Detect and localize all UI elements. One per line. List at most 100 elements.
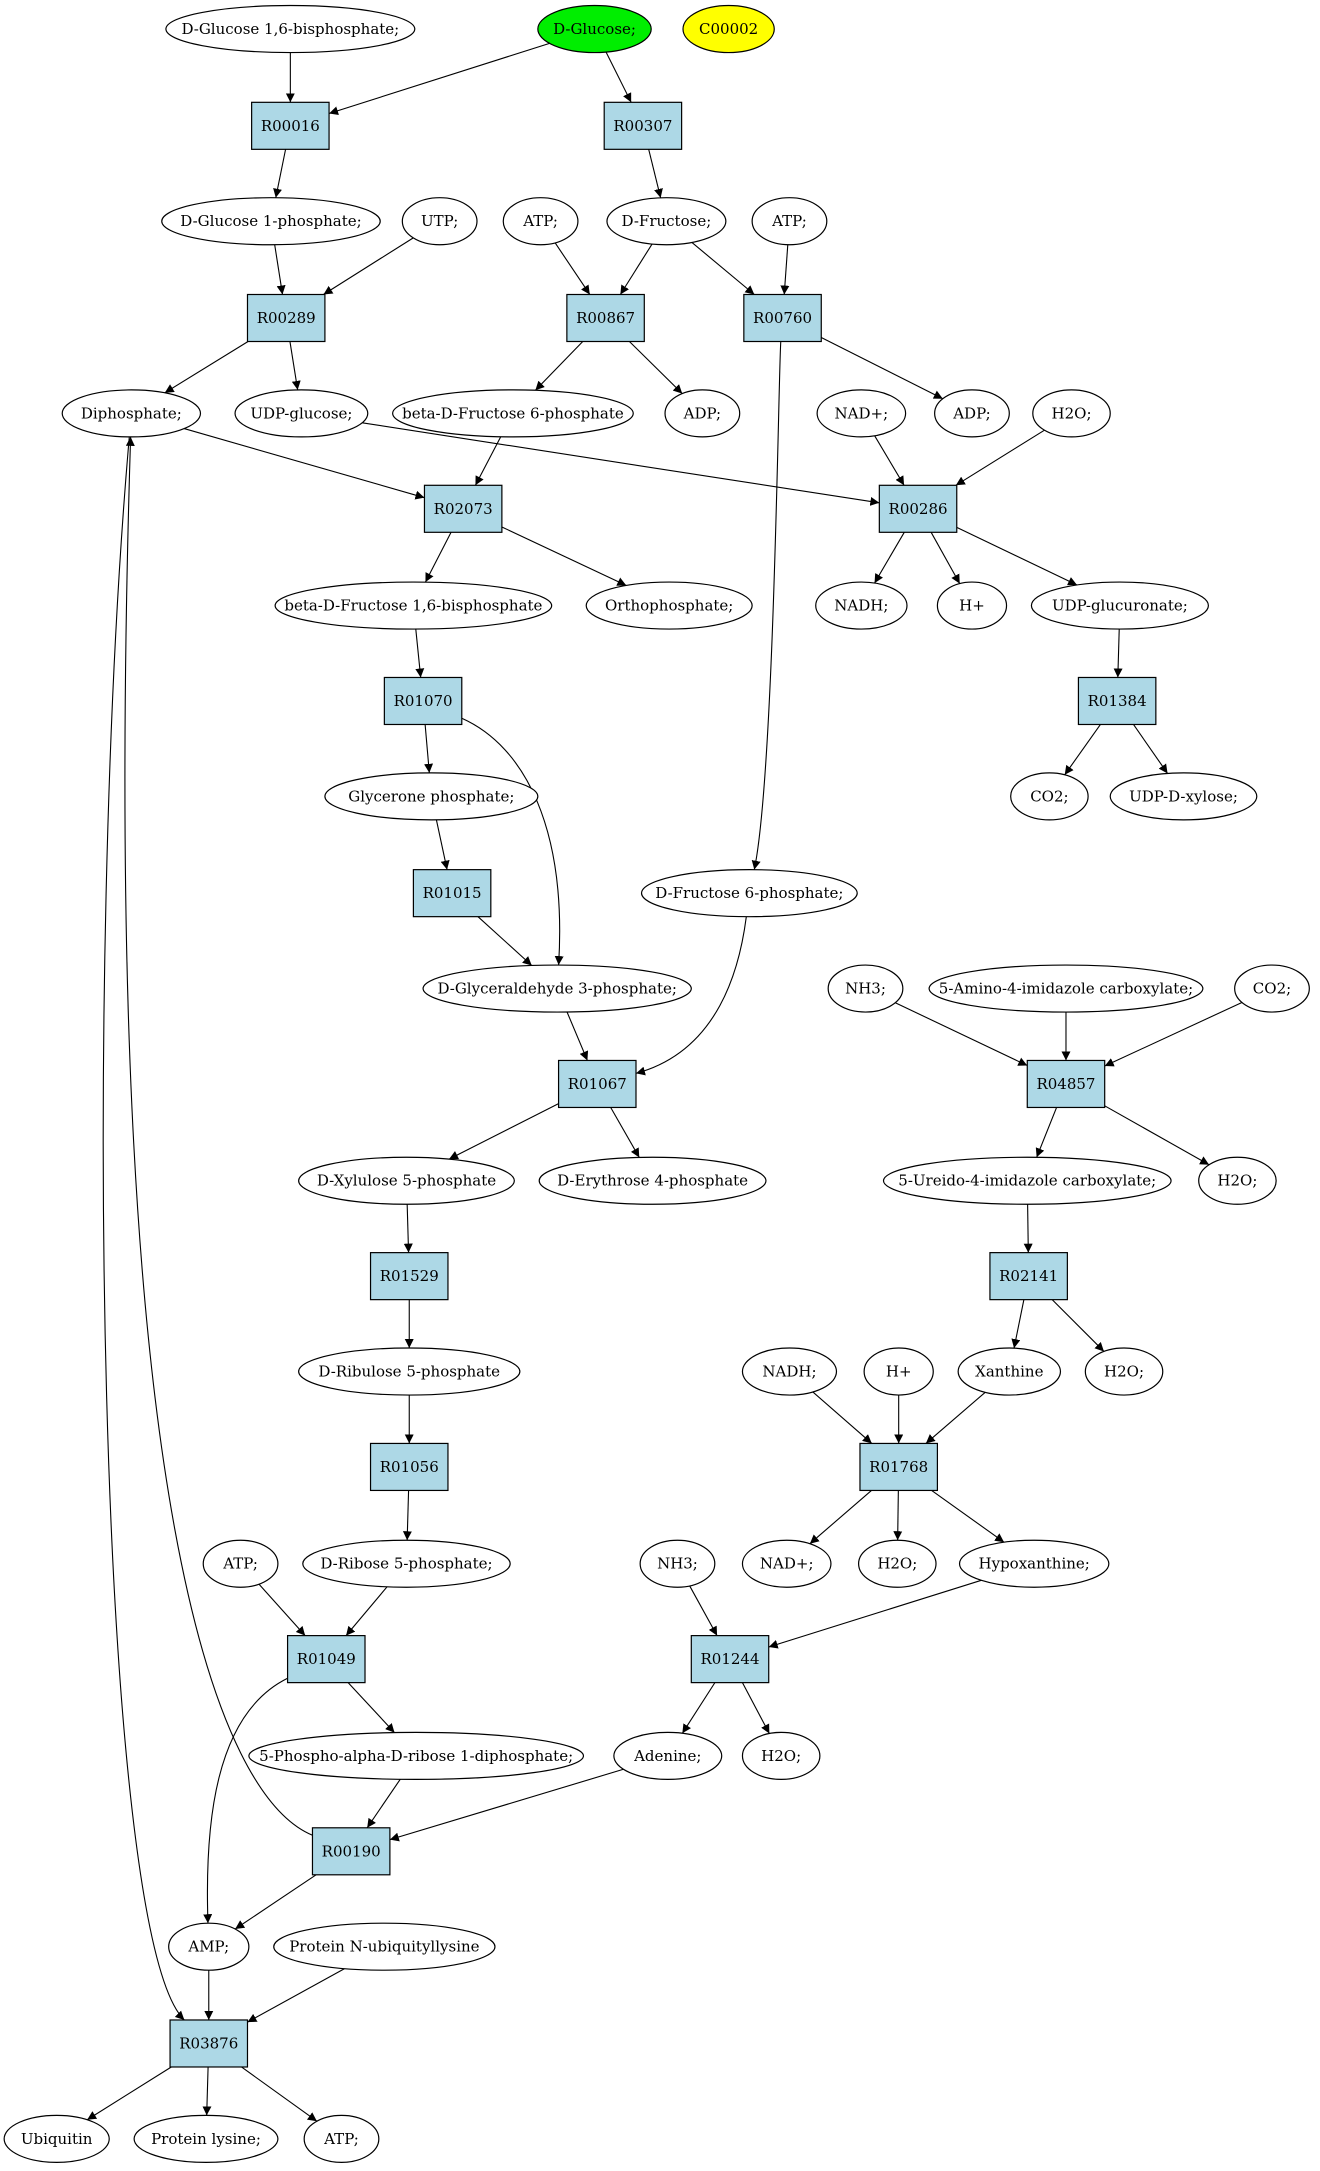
compound-ellipse bbox=[958, 1539, 1110, 1588]
edge-r8-c21 bbox=[424, 724, 434, 773]
edge-r18-c45 bbox=[681, 1682, 716, 1734]
reaction-label: R01244 bbox=[701, 1650, 760, 1668]
compound-node-c22: CO2; bbox=[1010, 772, 1089, 821]
reaction-label: R01056 bbox=[380, 1458, 439, 1476]
compound-ellipse bbox=[741, 1731, 821, 1781]
reaction-box bbox=[383, 676, 463, 726]
compound-node-c17: Orthophosphate; bbox=[585, 581, 753, 630]
compound-label: Adenine; bbox=[633, 1747, 701, 1765]
compound-node-c23: UDP-D-xylose; bbox=[1109, 772, 1258, 821]
compound-ellipse bbox=[1032, 389, 1111, 438]
compound-ellipse bbox=[1234, 964, 1310, 1013]
edge-c4-r3 bbox=[274, 244, 286, 295]
reaction-box bbox=[859, 1442, 939, 1492]
edge-c5-r3 bbox=[323, 237, 414, 295]
edge-c44-r19 bbox=[366, 1778, 401, 1829]
edge-c43-r18 bbox=[768, 1579, 982, 1649]
edge-r8-c25 bbox=[461, 717, 564, 966]
edge-r7-c18 bbox=[874, 532, 905, 584]
compound-label: UDP-D-xylose; bbox=[1129, 787, 1238, 805]
compound-label: D-Ribose 5-phosphate; bbox=[320, 1555, 492, 1573]
compound-ellipse bbox=[298, 1347, 521, 1396]
reaction-label: R02073 bbox=[434, 500, 493, 518]
compound-node-c46: H2O; bbox=[741, 1731, 821, 1781]
edge-r17-c44 bbox=[347, 1682, 395, 1733]
compound-ellipse bbox=[61, 389, 202, 438]
reaction-node-r15: R01056 bbox=[369, 1442, 449, 1492]
edge-r5-c14 bbox=[821, 337, 944, 400]
compound-ellipse bbox=[3, 2114, 110, 2163]
compound-node-c42: H2O; bbox=[857, 1539, 937, 1588]
reaction-label: R04857 bbox=[1036, 1075, 1095, 1093]
compound-node-c4: D-Glucose 1-phosphate; bbox=[161, 197, 381, 246]
edge-c8-r5 bbox=[780, 244, 790, 295]
edge-c39-r17 bbox=[345, 1586, 388, 1636]
edge-r11-c30 bbox=[610, 1107, 640, 1158]
compound-label: UDP-glucuronate; bbox=[1052, 597, 1188, 615]
reaction-box bbox=[369, 1442, 449, 1492]
reaction-label: R02141 bbox=[999, 1267, 1058, 1285]
compound-ellipse bbox=[863, 1347, 934, 1396]
compound-node-c1: D-Glucose 1,6-bisphosphate; bbox=[165, 4, 416, 54]
compound-label: 5-Ureido-4-imidazole carboxylate; bbox=[898, 1172, 1156, 1190]
reaction-label: R01384 bbox=[1088, 692, 1147, 710]
edge-c7-r4 bbox=[619, 243, 653, 295]
compound-ellipse bbox=[392, 389, 634, 438]
edge-r6-c17 bbox=[501, 526, 627, 586]
reaction-label: R01529 bbox=[380, 1267, 439, 1285]
compound-ellipse bbox=[248, 1731, 585, 1781]
compound-label: Hypoxanthine; bbox=[979, 1555, 1090, 1573]
edge-c34-r16 bbox=[812, 1391, 873, 1444]
reaction-node-r17: R01049 bbox=[286, 1635, 366, 1684]
edge-r20-c49 bbox=[86, 2066, 172, 2121]
reaction-box bbox=[169, 2019, 249, 2068]
compound-ellipse bbox=[161, 197, 381, 246]
edge-r18-c46 bbox=[741, 1682, 770, 1734]
edge-r9-c22 bbox=[1064, 724, 1101, 776]
edge-r5-c24 bbox=[751, 341, 782, 870]
compound-label: H2O; bbox=[1217, 1172, 1257, 1190]
compound-label: ADP; bbox=[683, 404, 721, 422]
compound-node-c14: ADP; bbox=[934, 389, 1010, 438]
compound-ellipse bbox=[422, 964, 692, 1013]
compound-ellipse bbox=[298, 1156, 515, 1205]
compound-node-c30: D-Erythrose 4-phosphate bbox=[538, 1156, 767, 1205]
compound-label: D-Glucose 1-phosphate; bbox=[180, 212, 361, 230]
compound-node-c8: ATP; bbox=[751, 197, 828, 246]
compound-ellipse bbox=[538, 1156, 767, 1205]
compound-node-c24: D-Fructose 6-phosphate; bbox=[640, 869, 858, 918]
reaction-label: R00289 bbox=[257, 309, 316, 327]
compound-ellipse bbox=[882, 1156, 1172, 1205]
edge-c21-r10 bbox=[435, 819, 450, 870]
reaction-box bbox=[251, 101, 330, 150]
edges-layer bbox=[86, 42, 1243, 2122]
compound-node-c49: Ubiquitin bbox=[3, 2114, 110, 2163]
reaction-box bbox=[1077, 676, 1157, 726]
edge-c2-r2 bbox=[605, 51, 632, 103]
edge-r14-c37 bbox=[1051, 1299, 1105, 1352]
compound-label: H2O; bbox=[1052, 404, 1092, 422]
reaction-box bbox=[690, 1635, 770, 1684]
edge-r19-c47 bbox=[234, 1874, 317, 1930]
compound-label: Glycerone phosphate; bbox=[348, 787, 514, 805]
edge-r14-c36 bbox=[1011, 1299, 1025, 1349]
edge-c29-r13 bbox=[403, 1204, 413, 1253]
compound-ellipse bbox=[957, 1347, 1062, 1396]
reaction-box bbox=[557, 1059, 637, 1109]
compound-ellipse bbox=[936, 581, 1008, 630]
edge-r11-c29 bbox=[448, 1103, 559, 1160]
compound-node-c45: Adenine; bbox=[613, 1731, 723, 1781]
edge-c9-r20 bbox=[102, 436, 185, 2021]
compound-node-c39: D-Ribose 5-phosphate; bbox=[302, 1539, 511, 1588]
edge-r2-c7 bbox=[648, 149, 663, 198]
compound-label: Orthophosphate; bbox=[605, 597, 733, 615]
edge-r4-c11 bbox=[534, 341, 584, 391]
reaction-box bbox=[246, 293, 326, 343]
compound-node-c25: D-Glyceraldehyde 3-phosphate; bbox=[422, 964, 692, 1013]
reaction-node-r18: R01244 bbox=[690, 1635, 770, 1684]
compound-node-c38: ATP; bbox=[202, 1539, 279, 1588]
reaction-label: R00867 bbox=[576, 309, 635, 327]
compound-node-c16: beta-D-Fructose 1,6-bisphosphate bbox=[274, 581, 553, 630]
compound-ellipse bbox=[751, 197, 828, 246]
